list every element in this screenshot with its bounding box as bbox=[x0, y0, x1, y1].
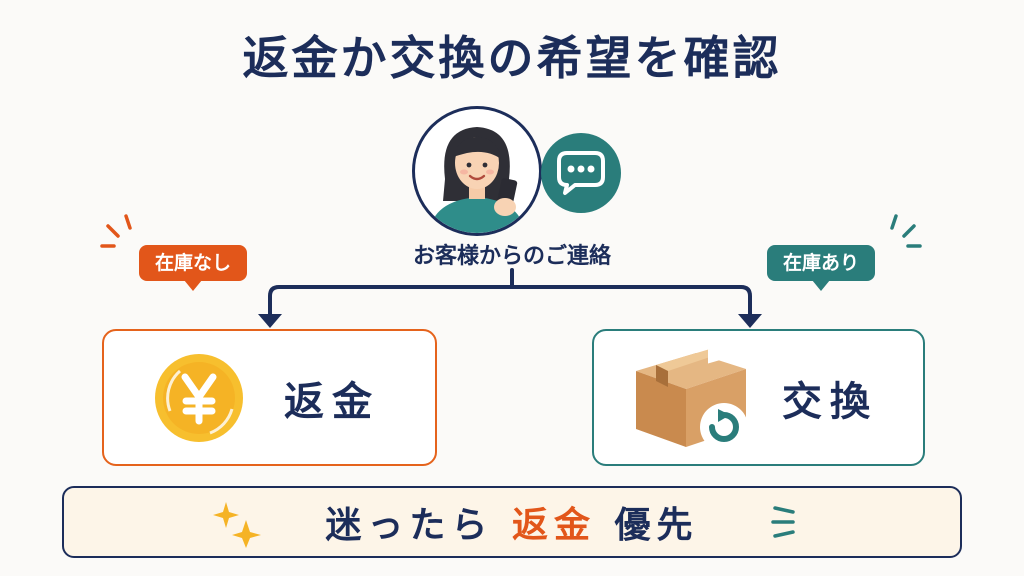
page-title: 返金か交換の希望を確認 bbox=[242, 31, 782, 85]
banner-highlight: 返金 bbox=[511, 505, 596, 546]
exchange-label: 交換 bbox=[782, 378, 878, 425]
banner-suffix: 優先 bbox=[614, 505, 699, 546]
advice-banner: 迷ったら 返金 優先 bbox=[62, 486, 962, 558]
yen-coin-icon bbox=[155, 354, 243, 442]
sparkle-icon bbox=[213, 502, 261, 548]
arrow-right-icon bbox=[738, 314, 762, 328]
tag-in-stock: 在庫あり bbox=[767, 245, 876, 291]
woman-with-phone-icon bbox=[429, 127, 525, 233]
chat-bubble-icon bbox=[541, 133, 621, 213]
refund-card: 返金 bbox=[102, 329, 437, 466]
spark-lines-right-icon bbox=[890, 214, 922, 248]
spark-lines-left-icon bbox=[100, 214, 132, 248]
spark-lines-banner-icon bbox=[771, 506, 795, 538]
arrow-left-icon bbox=[258, 314, 282, 328]
exchange-card: 交換 bbox=[592, 329, 925, 466]
source-label: お客様からのご連絡 bbox=[412, 244, 611, 269]
package-exchange-icon bbox=[636, 343, 748, 451]
tag-out-of-stock: 在庫なし bbox=[139, 245, 248, 291]
banner-prefix: 迷ったら bbox=[325, 505, 494, 546]
refund-label: 返金 bbox=[284, 378, 380, 425]
banner-text: 迷ったら 返金 優先 bbox=[325, 496, 698, 548]
customer-avatar bbox=[412, 106, 542, 236]
